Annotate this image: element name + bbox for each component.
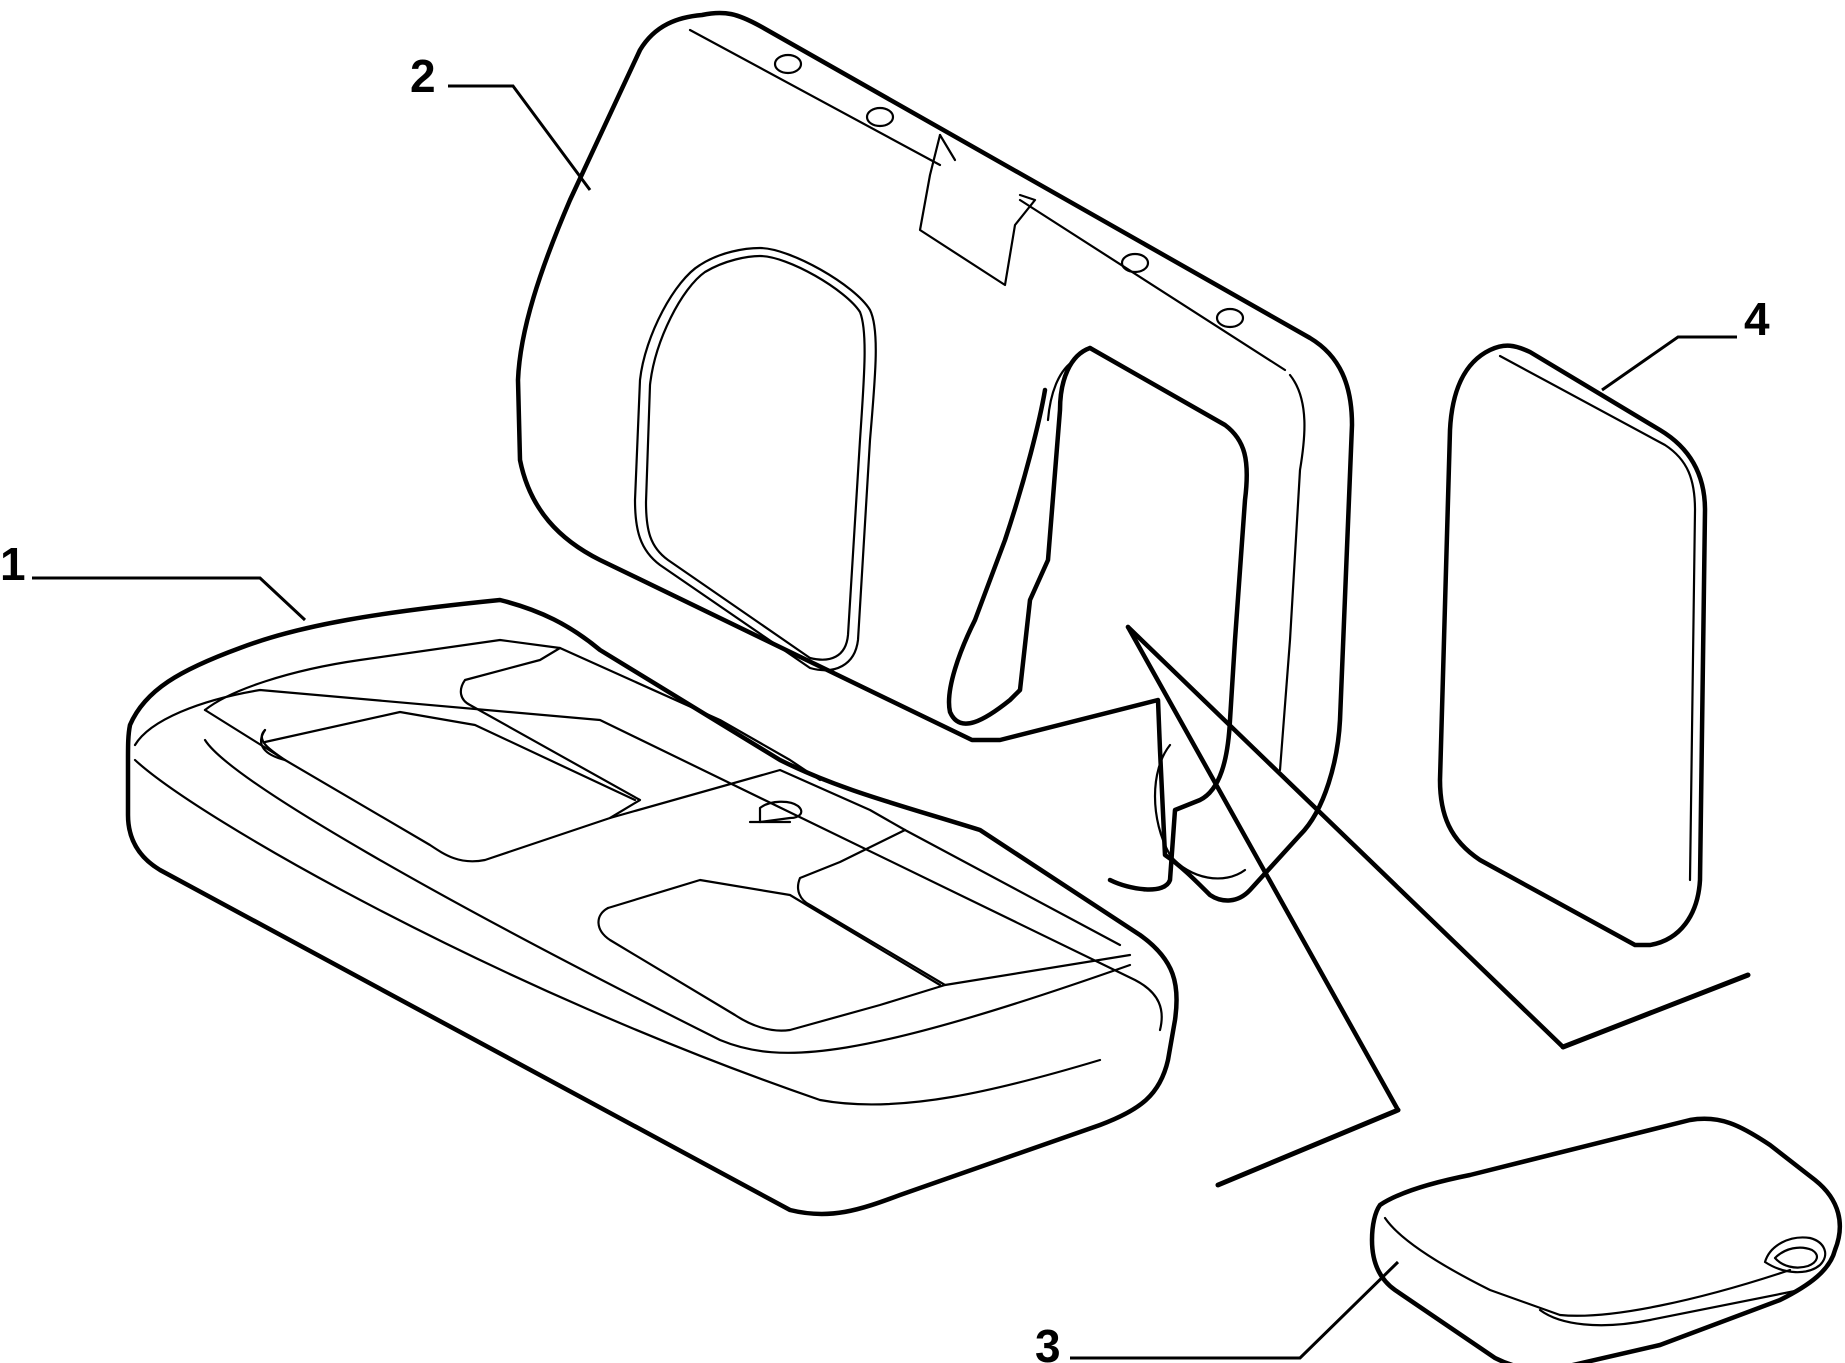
part-2-backrest [515,10,1355,903]
callout-1: 1 [0,538,307,622]
callout-3: 3 [1035,1260,1400,1363]
callout-label-1: 1 [0,538,26,590]
part-4-side-panel [1437,343,1708,948]
assembly-lines [1125,624,1751,1188]
callout-label-2: 2 [410,50,436,102]
callout-label-4: 4 [1744,293,1770,345]
callout-label-3: 3 [1035,1320,1061,1363]
part-1-seat-cushion [125,597,1179,1217]
callout-2: 2 [410,50,592,191]
part-3-armrest [1369,1116,1843,1363]
callout-4: 4 [1601,293,1770,392]
